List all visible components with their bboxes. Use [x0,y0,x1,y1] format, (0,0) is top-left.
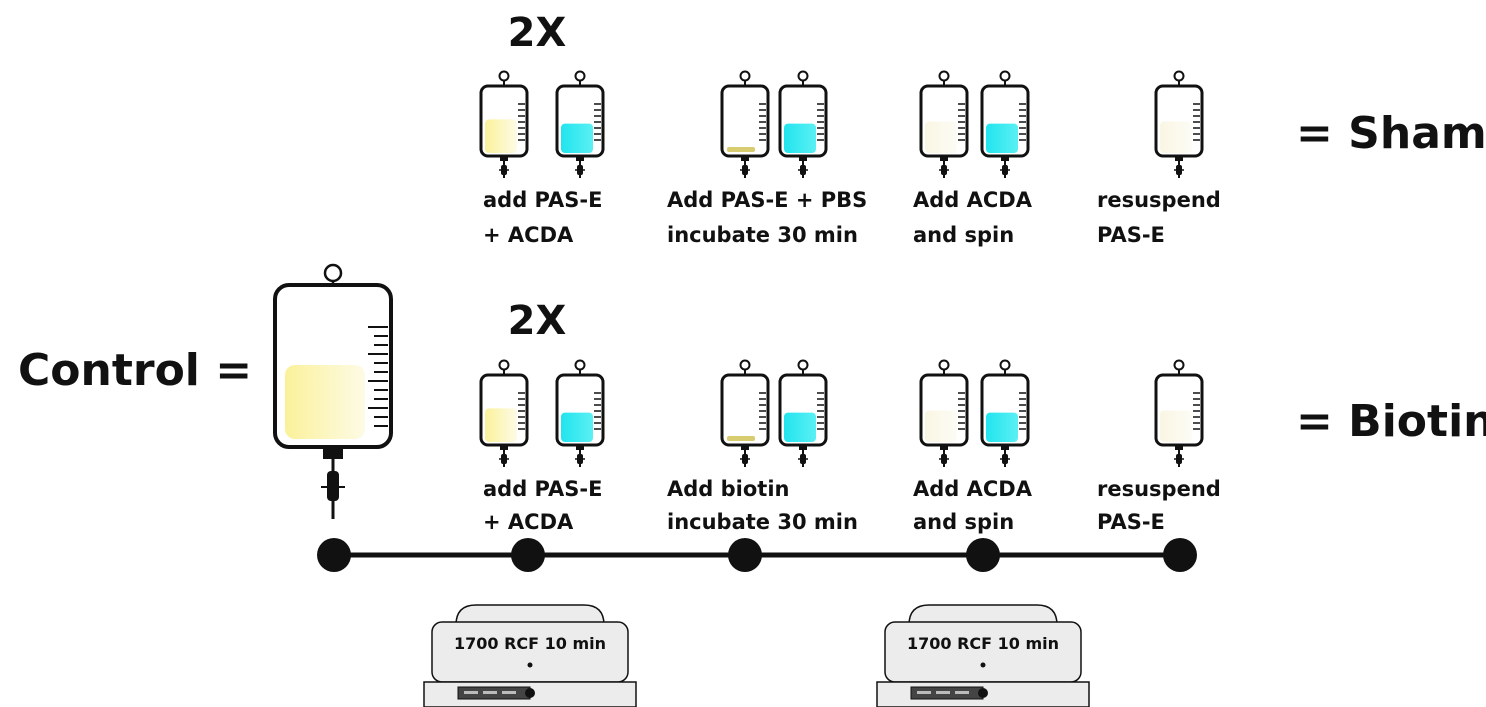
centrifuge-icon: 1700 RCF 10 min [876,604,1090,707]
timeline-node [966,538,1000,572]
sham-result-label: = Sham [1296,108,1486,159]
row2-step1-label: add PAS-E + ACDA [483,477,602,534]
iv-bag-icon [980,359,1030,467]
row2-step3-label: Add ACDA and spin [913,477,1033,534]
row2-repeat-label: 2X [508,298,567,344]
svg-text:resuspend: resuspend [1097,477,1221,501]
control-bag-icon [273,263,393,519]
svg-text:Add biotin: Add biotin [667,477,789,501]
svg-text:add PAS-E: add PAS-E [483,477,602,501]
biotin-result-label: = Biotin [1296,396,1486,447]
row1-step2-label: Add PAS-E + PBS incubate 30 min [667,188,867,247]
iv-bag-icon [1154,359,1204,467]
timeline-node [511,538,545,572]
timeline-node [728,538,762,572]
svg-text:PAS-E: PAS-E [1097,510,1165,534]
iv-bag-icon [778,359,828,467]
iv-bag-icon [555,70,605,178]
timeline-node [1163,538,1197,572]
iv-bag-icon [778,70,828,178]
svg-text:and spin: and spin [913,510,1014,534]
control-label: Control = [18,345,252,396]
svg-text:+ ACDA: + ACDA [483,510,574,534]
row1-bags [479,70,1204,178]
row2-step4-label: resuspend PAS-E [1097,477,1221,534]
timeline [317,538,1197,572]
svg-text:resuspend: resuspend [1097,188,1221,212]
centrifuge-label: 1700 RCF 10 min [907,634,1059,653]
row1-step4-label: resuspend PAS-E [1097,188,1221,247]
svg-text:PAS-E: PAS-E [1097,223,1165,247]
row1-step3-label: Add ACDA and spin [913,188,1033,247]
centrifuge-icon: 1700 RCF 10 min [423,604,637,707]
iv-bag-icon [1154,70,1204,178]
row2-step2-label: Add biotin incubate 30 min [667,477,858,534]
row2-bags [479,359,1204,467]
svg-text:+ ACDA: + ACDA [483,223,574,247]
svg-text:add PAS-E: add PAS-E [483,188,602,212]
iv-bag-icon [720,70,770,178]
svg-text:and spin: and spin [913,223,1014,247]
iv-bag-icon [919,70,969,178]
row1-step1-label: add PAS-E + ACDA [483,188,602,247]
svg-text:Add PAS-E + PBS: Add PAS-E + PBS [667,188,867,212]
row1-repeat-label: 2X [508,10,567,56]
iv-bag-icon [479,359,529,467]
svg-text:incubate 30 min: incubate 30 min [667,223,858,247]
iv-bag-icon [980,70,1030,178]
svg-text:Add ACDA: Add ACDA [913,188,1033,212]
iv-bag-icon [555,359,605,467]
centrifuge-label: 1700 RCF 10 min [454,634,606,653]
iv-bag-icon [479,70,529,178]
iv-bag-icon [720,359,770,467]
timeline-node [317,538,351,572]
svg-text:Add ACDA: Add ACDA [913,477,1033,501]
svg-text:incubate 30 min: incubate 30 min [667,510,858,534]
iv-bag-icon [919,359,969,467]
